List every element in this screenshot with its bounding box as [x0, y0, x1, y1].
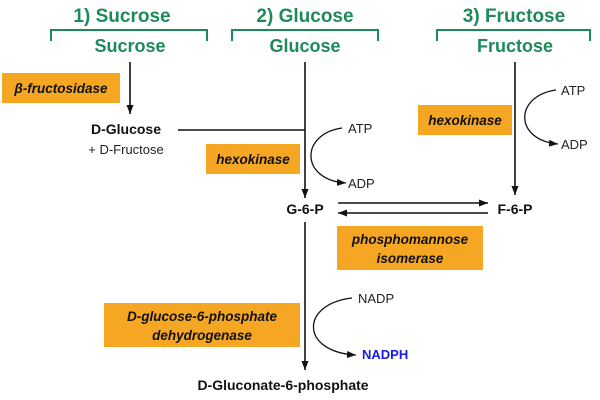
bracket-fructose [436, 29, 591, 41]
curve-atp-adp-fructose [524, 89, 559, 147]
enzyme-isomerase-line2: isomerase [377, 251, 444, 266]
enzyme-hexokinase-glucose: hexokinase [216, 152, 290, 167]
enzyme-box-g6pdh [104, 303, 300, 347]
enzyme-g6pdh-line2: dehydrogenase [152, 328, 252, 343]
enzyme-box-hexokinase-glucose [206, 144, 300, 174]
cofactor-nadp: NADP [358, 291, 394, 306]
cofactor-nadph: NADPH [362, 347, 408, 362]
enzyme-hexokinase-fructose: hexokinase [428, 113, 502, 128]
header-sucrose: 1) Sucrose [73, 6, 170, 27]
enzyme-g6pdh-line1: D-glucose-6-phosphate [127, 309, 278, 324]
enzyme-fructosidase-label: β-fructosidase [13, 81, 108, 96]
cofactor-atp-glucose: ATP [348, 121, 372, 136]
cofactor-adp-fructose: ADP [561, 137, 588, 152]
bracket-sucrose [50, 29, 208, 41]
enzyme-box-hexokinase-fructose [418, 105, 512, 135]
node-d-glucose: D-Glucose [91, 121, 161, 137]
node-f6p: F-6-P [498, 201, 533, 217]
substrate-glucose: Glucose [269, 36, 340, 56]
beta-symbol: β [13, 81, 22, 96]
enzyme-box-fructosidase [2, 73, 120, 103]
fructosidase-text: -fructosidase [23, 81, 108, 96]
cofactor-adp-glucose: ADP [348, 176, 375, 191]
enzyme-box-isomerase [337, 226, 483, 270]
node-gluconate: D-Gluconate-6-phosphate [197, 377, 368, 393]
curve-atp-adp-glucose [310, 127, 347, 186]
node-d-fructose: + D-Fructose [88, 142, 164, 157]
substrate-fructose: Fructose [477, 36, 553, 56]
header-fructose: 3) Fructose [463, 6, 565, 27]
header-glucose: 2) Glucose [256, 6, 353, 27]
node-g6p: G-6-P [286, 201, 323, 217]
cofactor-atp-fructose: ATP [561, 83, 585, 98]
enzyme-isomerase-line1: phosphomannose [351, 232, 469, 247]
curve-nadp-nadph [312, 297, 357, 359]
substrate-sucrose: Sucrose [94, 36, 165, 56]
bracket-glucose [231, 29, 379, 41]
